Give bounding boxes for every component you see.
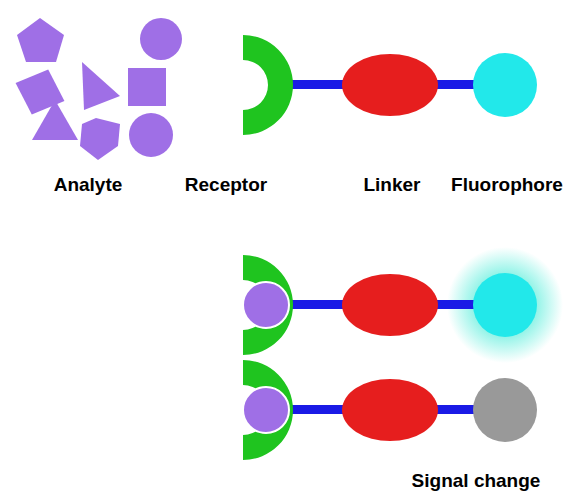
analyte-shapes xyxy=(7,18,182,160)
fluorophore-label: Fluorophore xyxy=(451,174,563,196)
sensor-bound-quenched xyxy=(243,360,537,460)
signal-change-label: Signal change xyxy=(412,470,541,492)
linker-label: Linker xyxy=(363,174,420,196)
receptor-label: Receptor xyxy=(185,174,267,196)
sensor-free xyxy=(243,35,537,135)
sensor-bound-glow xyxy=(243,247,563,363)
analyte-label: Analyte xyxy=(54,174,123,196)
